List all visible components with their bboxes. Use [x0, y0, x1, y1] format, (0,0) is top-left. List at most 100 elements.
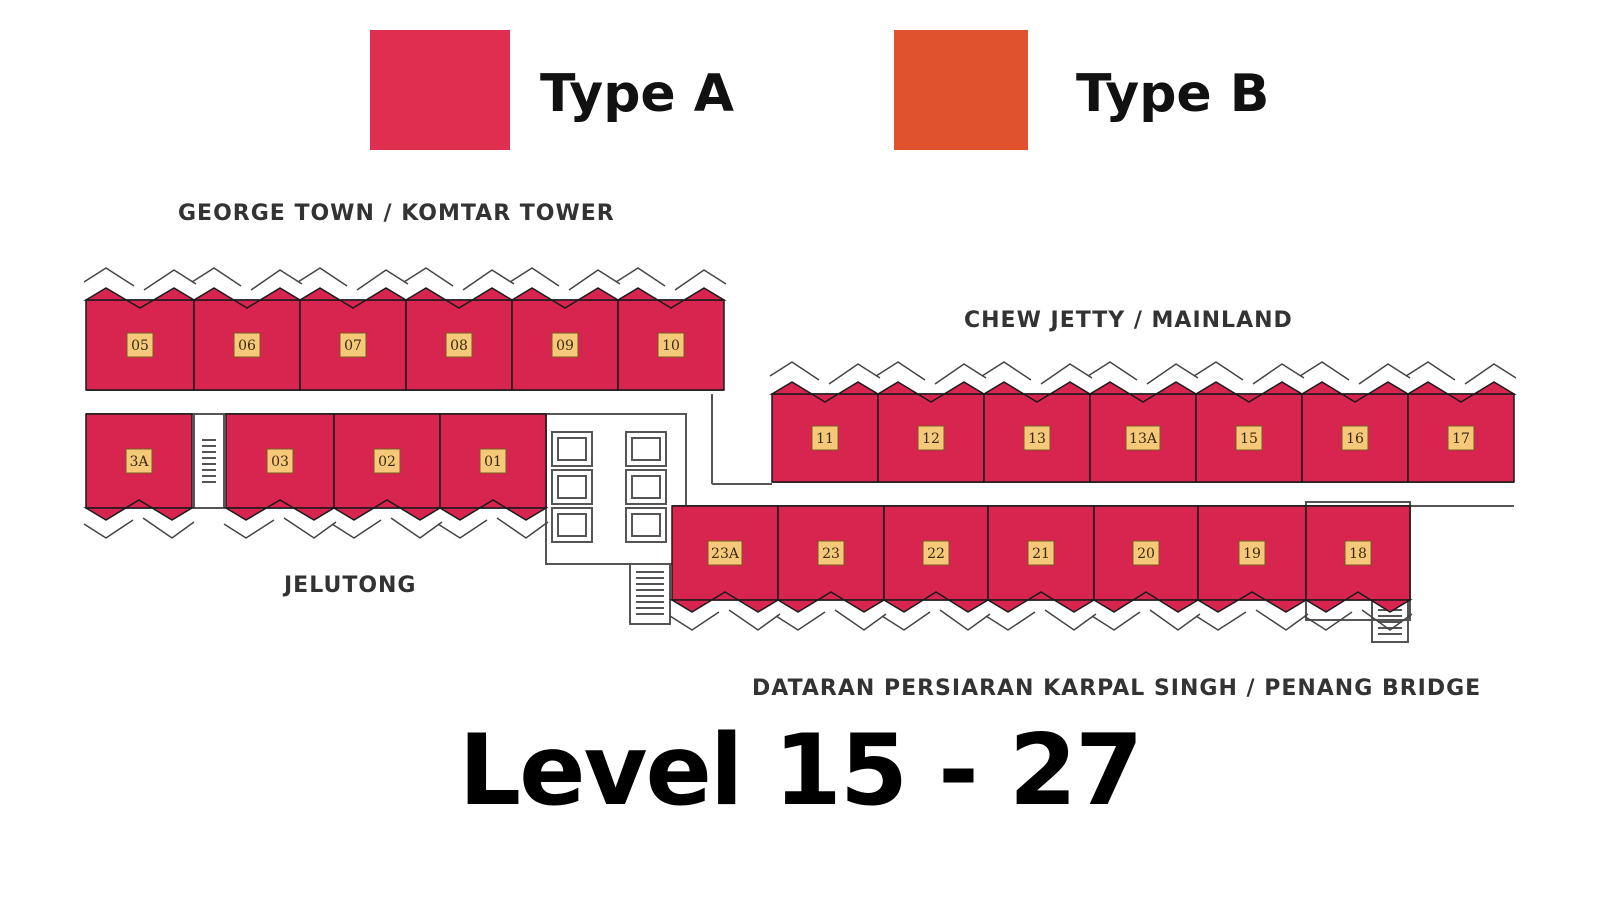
unit-tag [811, 425, 839, 451]
unit-tag [1023, 425, 1051, 451]
unit-tag [551, 332, 579, 358]
unit-23A[interactable]: 23A [669, 505, 781, 613]
unit-tag [233, 332, 261, 358]
window-line [769, 361, 881, 385]
unit-bay [1193, 381, 1305, 403]
unit-06[interactable]: 06 [191, 287, 303, 391]
unit-bay [1091, 591, 1201, 613]
unit-tag [1027, 540, 1055, 566]
window-bays [83, 267, 1517, 631]
unit-18[interactable]: 18 [1303, 505, 1413, 613]
unit-bay [403, 287, 515, 309]
unit-number: 10 [662, 338, 680, 354]
window-line [509, 267, 621, 291]
window-line [1303, 609, 1413, 631]
unit-02[interactable]: 02 [331, 413, 443, 521]
unit-layer: 05 06 07 08 09 10 3A 03 02 01 11 12 13 13A 15 16 17 23A 23… [83, 287, 1517, 613]
unit-20[interactable]: 20 [1091, 505, 1201, 613]
unit-tag [657, 332, 685, 358]
unit-bay [297, 287, 409, 309]
direction-label-south: DATARAN PERSIARAN KARPAL SINGH / PENANG … [752, 676, 1482, 701]
unit-number: 3A [129, 454, 149, 470]
unit-number: 20 [1137, 546, 1155, 562]
unit-10[interactable]: 10 [615, 287, 727, 391]
unit-01[interactable]: 01 [437, 413, 549, 521]
unit-tag [266, 448, 294, 474]
window-line [331, 517, 443, 539]
unit-bay [615, 287, 727, 309]
unit-09[interactable]: 09 [509, 287, 621, 391]
unit-bay [331, 499, 443, 521]
unit-number: 05 [131, 338, 149, 354]
unit-bay [769, 381, 881, 403]
unit-bay [875, 381, 987, 403]
legend-label-type-a: Type A [540, 64, 735, 124]
legend-label-type-b: Type B [1076, 64, 1270, 124]
unit-number: 11 [816, 431, 834, 447]
unit-bay [775, 591, 887, 613]
unit-bay [985, 591, 1097, 613]
unit-22[interactable]: 22 [881, 505, 991, 613]
unit-15[interactable]: 15 [1193, 381, 1305, 483]
direction-label-west: JELUTONG [284, 573, 417, 598]
legend-swatch-type-a [370, 30, 510, 150]
unit-number: 06 [238, 338, 256, 354]
window-line [1193, 361, 1305, 385]
window-line [83, 267, 197, 291]
unit-16[interactable]: 16 [1299, 381, 1411, 483]
unit-number: 19 [1243, 546, 1261, 562]
unit-3A[interactable]: 3A [83, 413, 195, 521]
unit-tag [1238, 540, 1266, 566]
window-line [775, 609, 887, 631]
direction-label-north: GEORGE TOWN / KOMTAR TOWER [178, 201, 615, 226]
unit-tag [445, 332, 473, 358]
unit-number: 01 [484, 454, 502, 470]
window-line [981, 361, 1093, 385]
unit-05[interactable]: 05 [83, 287, 197, 391]
unit-number: 16 [1346, 431, 1364, 447]
unit-number: 08 [450, 338, 468, 354]
unit-21[interactable]: 21 [985, 505, 1097, 613]
unit-tag [1125, 425, 1161, 451]
unit-19[interactable]: 19 [1195, 505, 1309, 613]
unit-number: 13 [1028, 431, 1046, 447]
unit-number: 07 [344, 338, 362, 354]
unit-07[interactable]: 07 [297, 287, 409, 391]
window-line [223, 517, 337, 539]
unit-13A[interactable]: 13A [1087, 381, 1199, 483]
unit-tag [479, 448, 507, 474]
unit-bay [83, 499, 195, 521]
unit-23[interactable]: 23 [775, 505, 887, 613]
window-line [403, 267, 515, 291]
unit-03[interactable]: 03 [223, 413, 337, 521]
unit-bay [1195, 591, 1309, 613]
unit-tag [1447, 425, 1475, 451]
unit-number: 22 [927, 546, 945, 562]
unit-08[interactable]: 08 [403, 287, 515, 391]
unit-bay [1087, 381, 1199, 403]
legend-swatch-type-b [894, 30, 1028, 150]
unit-bay [83, 287, 197, 309]
unit-tag [1235, 425, 1263, 451]
unit-number: 03 [271, 454, 289, 470]
unit-11[interactable]: 11 [769, 381, 881, 483]
unit-17[interactable]: 17 [1405, 381, 1517, 483]
window-line [615, 267, 727, 291]
window-line [437, 517, 549, 539]
window-line [1299, 361, 1411, 385]
window-line [1087, 361, 1199, 385]
window-line [297, 267, 409, 291]
unit-number: 09 [556, 338, 574, 354]
unit-tag [922, 540, 950, 566]
unit-number: 23 [822, 546, 840, 562]
unit-number: 15 [1240, 431, 1258, 447]
unit-13[interactable]: 13 [981, 381, 1093, 483]
unit-number: 23A [711, 546, 740, 562]
window-line [1091, 609, 1201, 631]
window-line [881, 609, 991, 631]
unit-number: 13A [1129, 431, 1158, 447]
unit-12[interactable]: 12 [875, 381, 987, 483]
unit-number: 02 [378, 454, 396, 470]
window-line [669, 609, 781, 631]
